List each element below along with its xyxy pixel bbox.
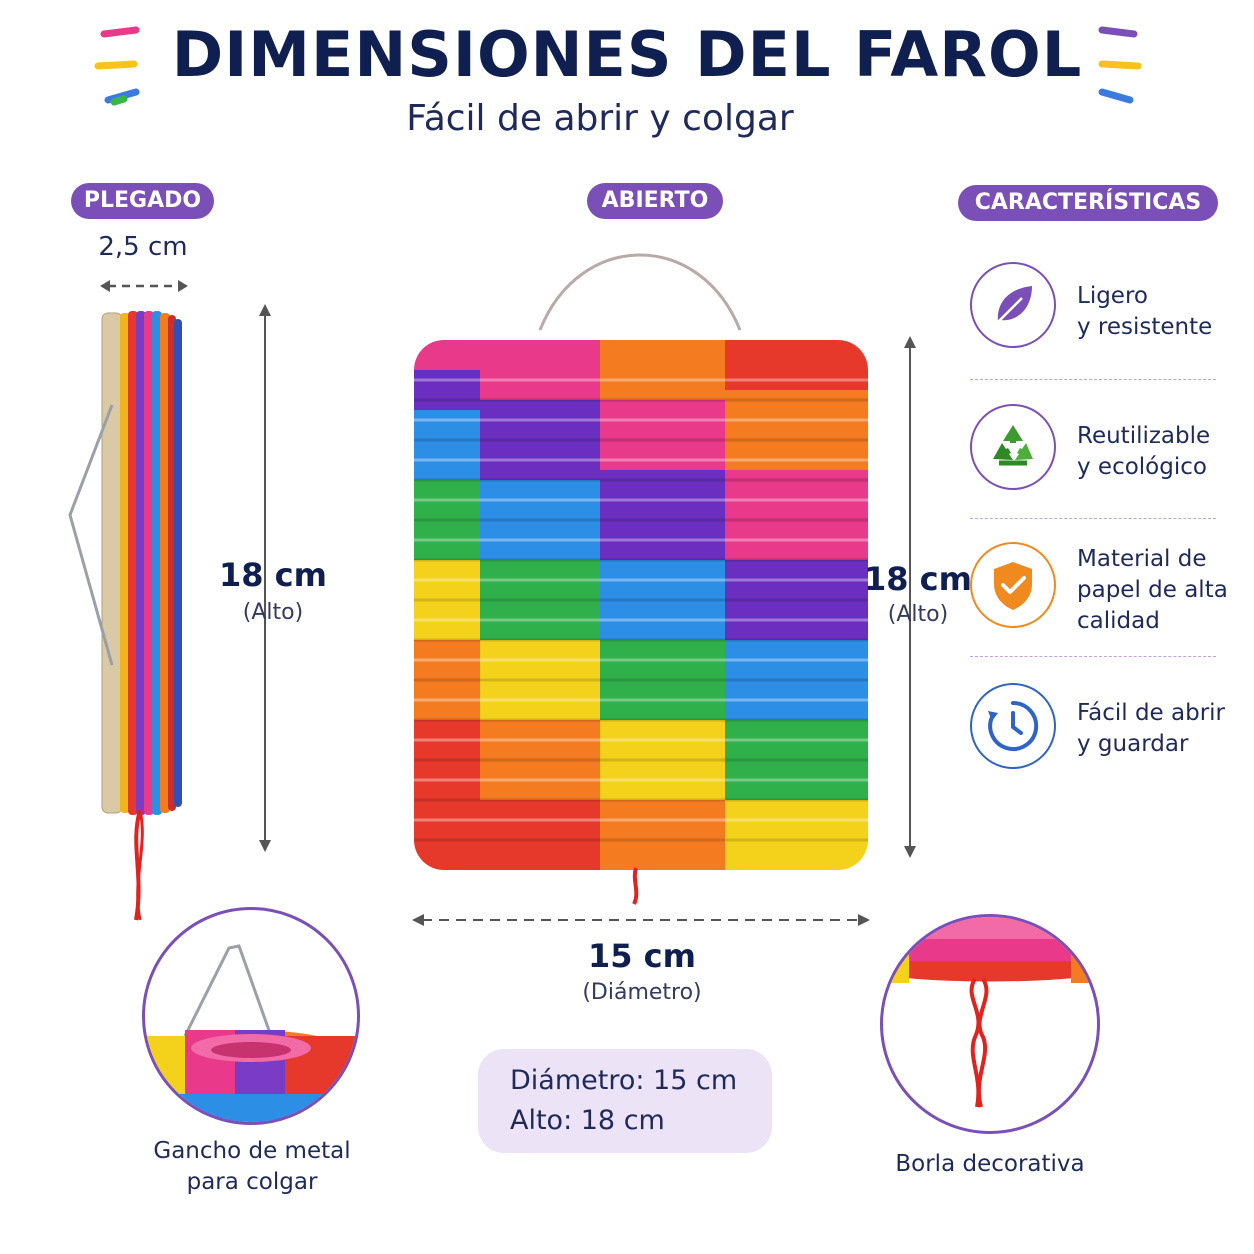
page-title: DIMENSIONES DEL FAROL bbox=[171, 18, 1083, 91]
feature-item-reusable bbox=[970, 404, 1056, 490]
feature-text-light: Ligero y resistente bbox=[1077, 283, 1213, 340]
confetti-right-icon bbox=[1098, 26, 1142, 104]
folded-height-label: (Alto) bbox=[242, 600, 304, 625]
open-diameter-label: (Diámetro) bbox=[582, 980, 702, 1005]
feature-icon-wrap bbox=[970, 404, 1056, 490]
feature-divider bbox=[970, 518, 1216, 519]
folded-lantern-image bbox=[68, 311, 182, 921]
folded-width-value: 2,5 cm bbox=[98, 232, 188, 262]
folded-height-arrow bbox=[259, 304, 271, 852]
shield-check-icon bbox=[994, 562, 1032, 610]
open-diameter-arrow bbox=[412, 914, 870, 926]
summary-diameter: Diámetro: 15 cm bbox=[510, 1065, 738, 1096]
section-features-label: CARACTERÍSTICAS bbox=[958, 185, 1218, 221]
hook-detail-image bbox=[142, 907, 360, 1125]
feature-text-easy: Fácil de abrir y guardar bbox=[1077, 700, 1226, 757]
open-height-value: 18 cm bbox=[864, 560, 972, 598]
feature-item-easy bbox=[970, 683, 1056, 769]
leaf-icon bbox=[997, 286, 1032, 323]
feature-icon-wrap bbox=[970, 262, 1056, 348]
page-subtitle: Fácil de abrir y colgar bbox=[406, 98, 794, 139]
feature-icon-wrap bbox=[970, 542, 1056, 628]
summary-box: Diámetro: 15 cm Alto: 18 cm bbox=[478, 1049, 772, 1153]
clock-icon bbox=[988, 700, 1039, 751]
feature-text-quality: Material de papel de alta calidad bbox=[1077, 546, 1228, 634]
feature-item-quality bbox=[970, 542, 1056, 628]
recycle-icon bbox=[993, 425, 1033, 466]
open-diameter-value: 15 cm bbox=[588, 937, 696, 975]
feature-icon-wrap bbox=[970, 683, 1056, 769]
confetti-left-icon bbox=[94, 26, 140, 106]
open-lantern-image bbox=[414, 253, 868, 905]
feature-text-reusable: Reutilizable y ecológico bbox=[1077, 423, 1211, 480]
feature-item-light bbox=[970, 262, 1056, 348]
tassel-detail-image bbox=[880, 914, 1100, 1134]
folded-height-value: 18 cm bbox=[219, 556, 327, 594]
hook-caption: Gancho de metal para colgar bbox=[153, 1138, 351, 1195]
feature-divider bbox=[970, 379, 1216, 380]
open-height-label: (Alto) bbox=[887, 602, 949, 627]
tassel-caption: Borla decorativa bbox=[895, 1151, 1085, 1177]
section-folded-label: PLEGADO bbox=[71, 183, 214, 219]
summary-height: Alto: 18 cm bbox=[510, 1105, 665, 1136]
open-height-arrow bbox=[904, 336, 916, 858]
folded-width-arrow bbox=[100, 280, 188, 292]
section-open-label: ABIERTO bbox=[587, 183, 723, 219]
feature-divider bbox=[970, 656, 1216, 657]
